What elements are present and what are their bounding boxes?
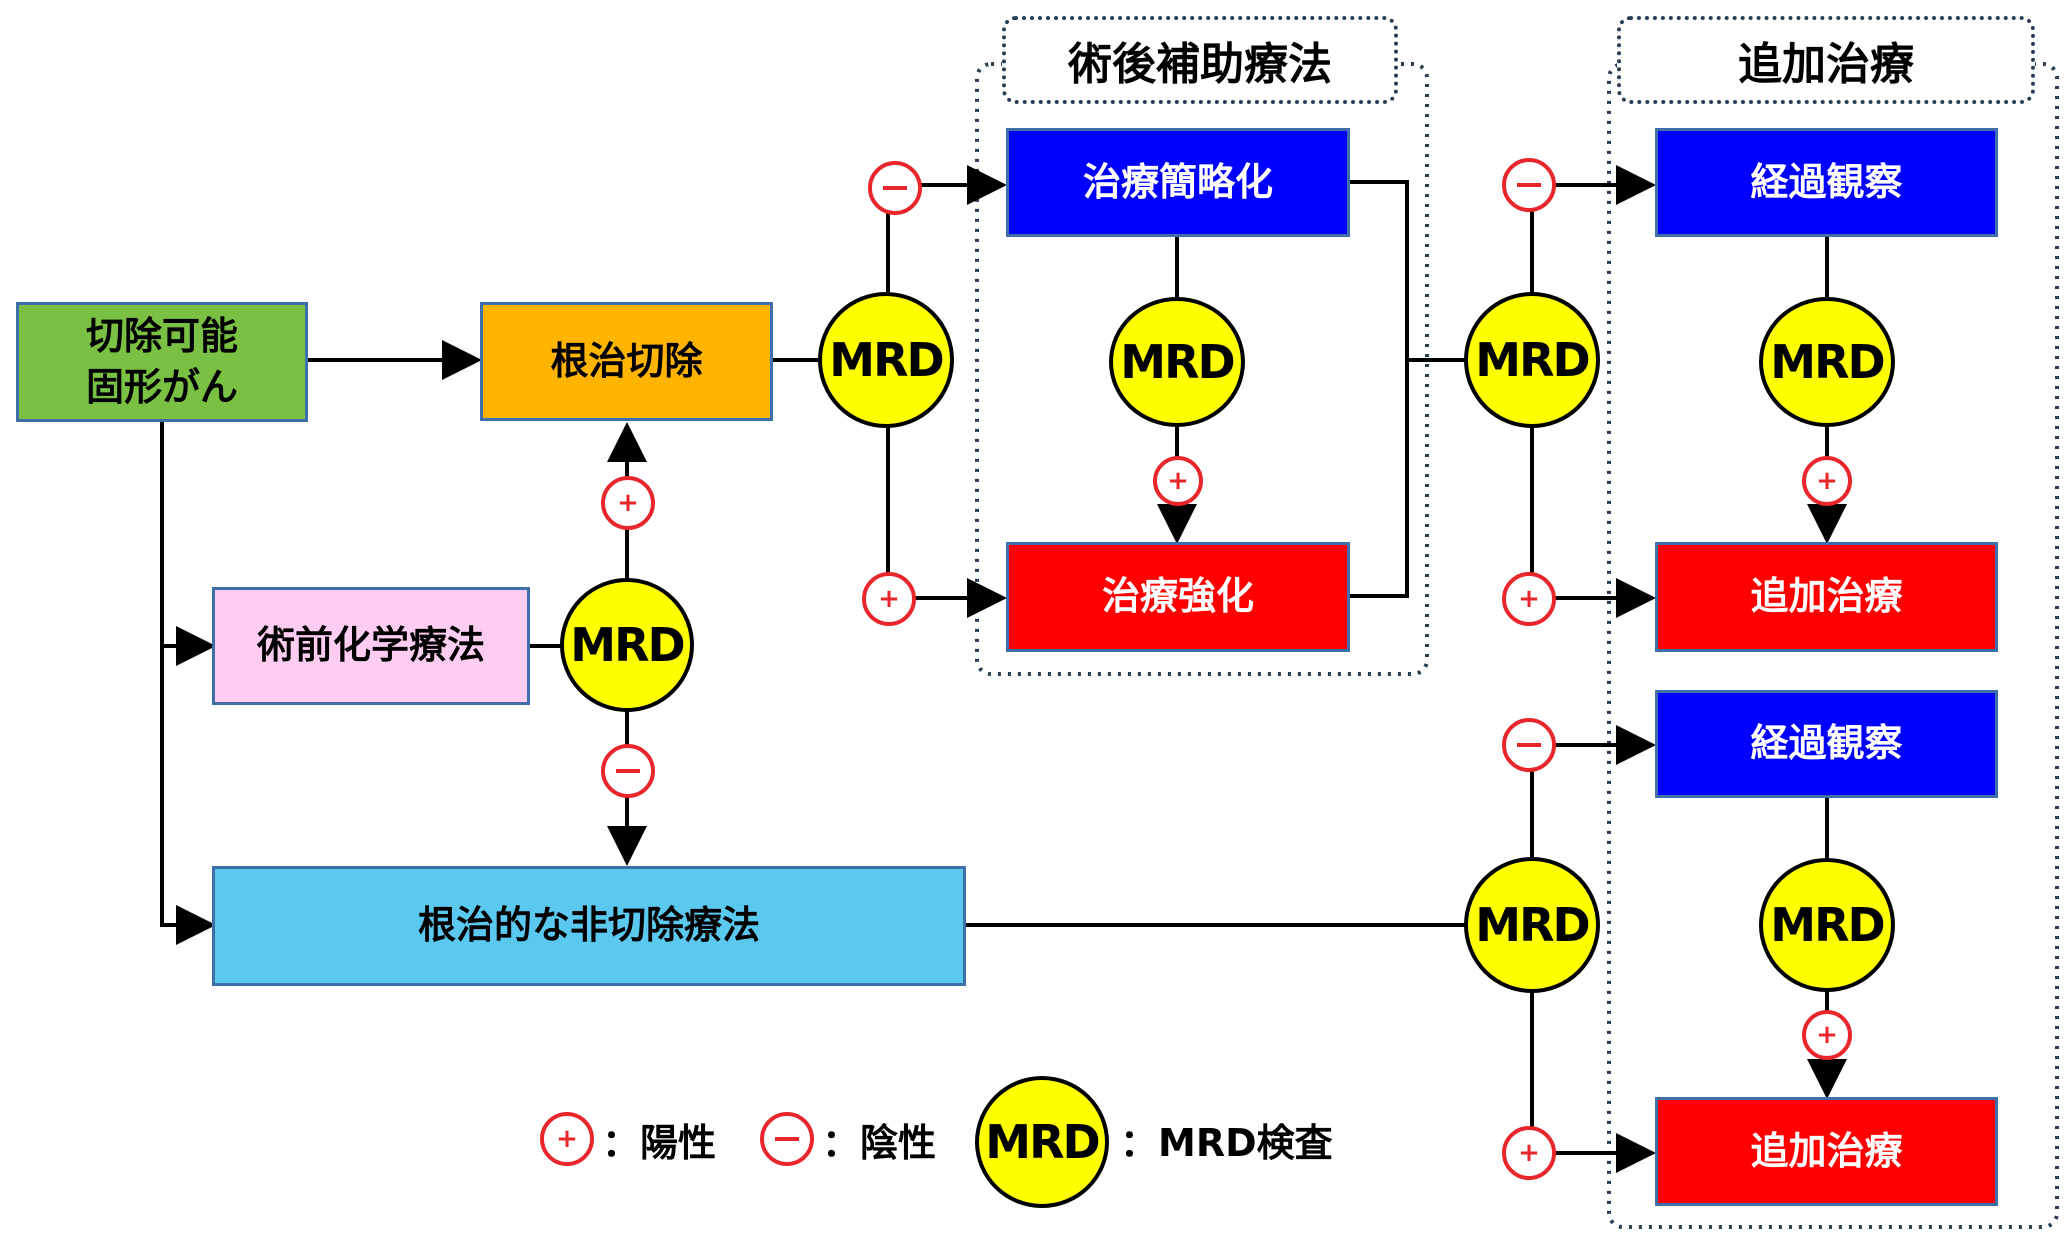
legend-positive-label: ：陽性 bbox=[602, 1120, 717, 1165]
mrd-circle-additional-1: MRD bbox=[1759, 297, 1895, 427]
positive-sign: + bbox=[1802, 1010, 1852, 1060]
positive-sign: + bbox=[862, 572, 916, 626]
negative-sign bbox=[868, 161, 922, 215]
resectable-solid-tumor-box: 切除可能 固形がん bbox=[16, 302, 308, 422]
curative-resection-box: 根治切除 bbox=[480, 302, 773, 421]
legend-mrd-label: ：MRD検査 bbox=[1120, 1120, 1333, 1165]
mrd-circle-post-nonsurgical: MRD bbox=[1464, 857, 1600, 993]
mrd-circle-post-neoadjuvant: MRD bbox=[560, 578, 694, 712]
additional-treatment-box-1: 追加治療 bbox=[1655, 542, 1998, 652]
negative-sign bbox=[1502, 158, 1556, 212]
legend-positive-sign: + bbox=[540, 1112, 594, 1166]
mrd-circle-post-adjuvant: MRD bbox=[1464, 292, 1600, 428]
mrd-circle-additional-2: MRD bbox=[1759, 858, 1895, 992]
treatment-simplification-box: 治療簡略化 bbox=[1006, 128, 1350, 237]
neoadjuvant-chemo-box: 術前化学療法 bbox=[212, 587, 530, 705]
nonsurgical-curative-therapy-box: 根治的な非切除療法 bbox=[212, 866, 966, 986]
positive-sign: + bbox=[601, 476, 655, 530]
additional-treatment-box-2: 追加治療 bbox=[1655, 1097, 1998, 1206]
observation-box-1: 経過観察 bbox=[1655, 128, 1998, 237]
observation-box-2: 経過観察 bbox=[1655, 690, 1998, 798]
legend-negative-label: ：陰性 bbox=[822, 1120, 937, 1165]
negative-sign bbox=[601, 744, 655, 798]
positive-sign: + bbox=[1502, 1126, 1556, 1180]
mrd-circle-post-resection: MRD bbox=[818, 292, 954, 428]
negative-sign bbox=[1502, 718, 1556, 772]
adjuvant-group-label: 術後補助療法 bbox=[1002, 16, 1398, 104]
legend-mrd-circle: MRD bbox=[975, 1076, 1109, 1208]
positive-sign: + bbox=[1802, 456, 1852, 506]
legend-negative-sign bbox=[760, 1112, 814, 1166]
treatment-intensification-box: 治療強化 bbox=[1006, 542, 1350, 652]
additional-group-label: 追加治療 bbox=[1617, 16, 2035, 104]
positive-sign: + bbox=[1502, 572, 1556, 626]
mrd-circle-adjuvant: MRD bbox=[1109, 297, 1245, 427]
positive-sign: + bbox=[1153, 456, 1203, 506]
